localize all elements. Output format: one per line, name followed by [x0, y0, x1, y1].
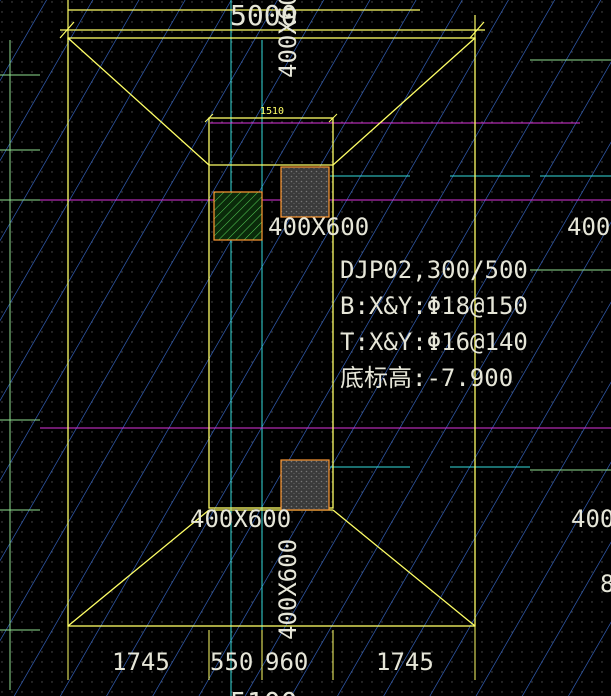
- bottom-dim-label-3: 960: [265, 648, 308, 676]
- bottom-dim-label-1: 1745: [112, 648, 170, 676]
- bottom-dimension-labels: 1745 550 960 1745: [112, 648, 434, 676]
- column-bottom: [280, 459, 330, 511]
- column-top-right: [280, 166, 330, 218]
- partial-label-right-1: 400: [567, 213, 610, 241]
- bottom-total-dimension-label: 5100: [230, 686, 297, 696]
- annotation-line-3: T:X&Y:Φ16@140: [340, 328, 528, 356]
- column-top-left-green: [213, 191, 263, 241]
- bottom-dimension-ticks: [67, 626, 476, 680]
- annotation-line-2: B:X&Y:Φ18@150: [340, 292, 528, 320]
- annotation-line-1: DJP02,300/500: [340, 256, 528, 284]
- inner-dimension-label: 1510: [260, 106, 284, 117]
- partial-label-right-3: 8: [600, 570, 611, 598]
- top-total-dimension-label: 5000: [230, 0, 297, 32]
- cyan-axis-lines: [230, 0, 611, 696]
- bottom-dim-label-4: 1745: [376, 648, 434, 676]
- footing-outline: [67, 37, 476, 627]
- inner-dimension-line: [204, 113, 338, 123]
- column-size-label-bottom-left: 400X600: [190, 505, 291, 533]
- partial-label-right-2: 400: [571, 505, 611, 533]
- bottom-dim-label-2: 550: [210, 648, 253, 676]
- column-size-label-vertical-top: 400X600: [274, 0, 302, 78]
- green-grid-lines: [0, 40, 611, 690]
- top-dimension-line: [59, 0, 485, 40]
- annotation-line-4: 底标高:-7.900: [340, 364, 513, 392]
- column-size-label-vertical-bottom: 400X600: [274, 539, 302, 640]
- column-size-label-right-top: 400X600: [268, 213, 369, 241]
- footing-annotation: DJP02,300/500 B:X&Y:Φ18@150 T:X&Y:Φ16@14…: [340, 256, 528, 392]
